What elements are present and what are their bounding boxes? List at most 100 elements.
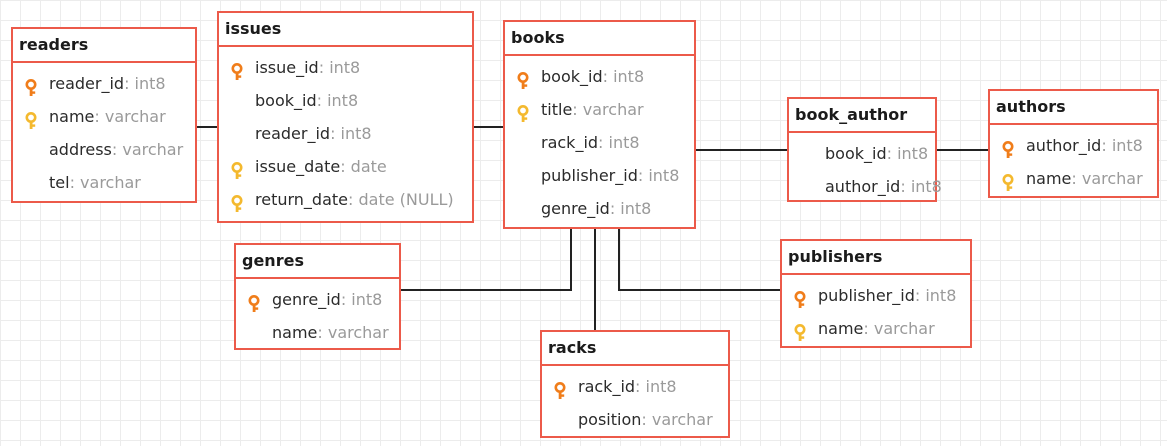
field-separator: :: [637, 166, 649, 185]
field-row[interactable]: reader_id: int8: [219, 117, 472, 150]
field-type: int8: [608, 133, 640, 152]
field-type: int8: [645, 377, 677, 396]
field-separator: :: [330, 124, 341, 143]
field-name: rack_id: [541, 133, 599, 152]
field-name: name: [818, 319, 864, 338]
field-row[interactable]: publisher_id: int8: [782, 279, 970, 312]
entity-title: publishers: [782, 241, 970, 275]
field-name: address: [49, 140, 112, 159]
field-type: int8: [613, 67, 645, 86]
field-row[interactable]: reader_id: int8: [13, 67, 195, 100]
entity-title: books: [505, 22, 694, 56]
field-row[interactable]: name: varchar: [990, 162, 1157, 195]
field-separator: :: [340, 157, 351, 176]
entity-title: genres: [236, 245, 399, 279]
field-row[interactable]: name: varchar: [236, 316, 399, 349]
primary-key-icon: [246, 291, 262, 312]
field-row[interactable]: author_id: int8: [789, 170, 942, 203]
field-name: name: [1026, 169, 1072, 188]
field-row[interactable]: position: varchar: [542, 403, 728, 436]
field-name: publisher_id: [541, 166, 638, 185]
field-row[interactable]: address: varchar: [13, 133, 195, 166]
primary-key-icon: [552, 378, 568, 399]
field-row[interactable]: book_id: int8: [505, 60, 694, 93]
field-row[interactable]: issue_id: int8: [219, 51, 472, 84]
field-row[interactable]: tel: varchar: [13, 166, 195, 199]
entity-title: authors: [990, 91, 1157, 125]
field-type: int8: [648, 166, 680, 185]
field-name: issue_id: [255, 58, 319, 77]
index-key-icon: [23, 108, 39, 129]
field-row[interactable]: genre_id: int8: [505, 192, 694, 225]
entity-title: racks: [542, 332, 728, 366]
field-type: int8: [910, 177, 942, 196]
field-type: int8: [897, 144, 929, 163]
primary-key-icon: [23, 75, 39, 96]
field-separator: :: [69, 173, 81, 192]
entity-title: book_author: [789, 99, 935, 133]
field-name: name: [49, 107, 95, 126]
relation-books-publishers: [618, 228, 781, 291]
field-row[interactable]: rack_id: int8: [505, 126, 694, 159]
field-row[interactable]: genre_id: int8: [236, 283, 399, 316]
field-row[interactable]: title: varchar: [505, 93, 694, 126]
field-name: book_id: [825, 144, 887, 163]
relation-books-genres: [400, 228, 572, 291]
index-key-icon: [229, 158, 245, 179]
field-name: genre_id: [541, 199, 610, 218]
field-row[interactable]: name: varchar: [782, 312, 970, 345]
field-type: int8: [340, 124, 372, 143]
field-type: varchar: [582, 100, 644, 119]
primary-key-icon: [792, 287, 808, 308]
field-type: varchar: [873, 319, 935, 338]
field-row[interactable]: return_date: date (NULL): [219, 183, 472, 216]
field-name: issue_date: [255, 157, 341, 176]
field-separator: :: [863, 319, 874, 338]
field-name: reader_id: [49, 74, 125, 93]
field-name: position: [578, 410, 642, 429]
field-row[interactable]: publisher_id: int8: [505, 159, 694, 192]
field-type: int8: [327, 91, 359, 110]
field-type: varchar: [327, 323, 389, 342]
field-name: rack_id: [578, 377, 636, 396]
index-key-icon: [1000, 170, 1016, 191]
field-type: varchar: [1081, 169, 1143, 188]
field-name: return_date: [255, 190, 348, 209]
field-separator: :: [635, 377, 646, 396]
field-separator: :: [111, 140, 123, 159]
field-name: name: [272, 323, 318, 342]
field-row[interactable]: book_id: int8: [789, 137, 935, 170]
field-separator: :: [317, 323, 328, 342]
field-separator: :: [340, 290, 352, 309]
index-key-icon: [792, 320, 808, 341]
primary-key-icon: [515, 68, 531, 89]
field-separator: :: [886, 144, 898, 163]
field-type: int8: [620, 199, 652, 218]
field-row[interactable]: author_id: int8: [990, 129, 1157, 162]
field-row[interactable]: book_id: int8: [219, 84, 472, 117]
field-row[interactable]: rack_id: int8: [542, 370, 728, 403]
field-name: title: [541, 100, 573, 119]
field-separator: :: [318, 58, 330, 77]
field-name: reader_id: [255, 124, 331, 143]
field-type: int8: [351, 290, 383, 309]
field-row[interactable]: issue_date: date: [219, 150, 472, 183]
field-type: varchar: [80, 173, 141, 192]
field-name: book_id: [541, 67, 603, 86]
field-row[interactable]: name: varchar: [13, 100, 195, 133]
index-key-icon: [229, 191, 245, 212]
field-separator: :: [609, 199, 621, 218]
